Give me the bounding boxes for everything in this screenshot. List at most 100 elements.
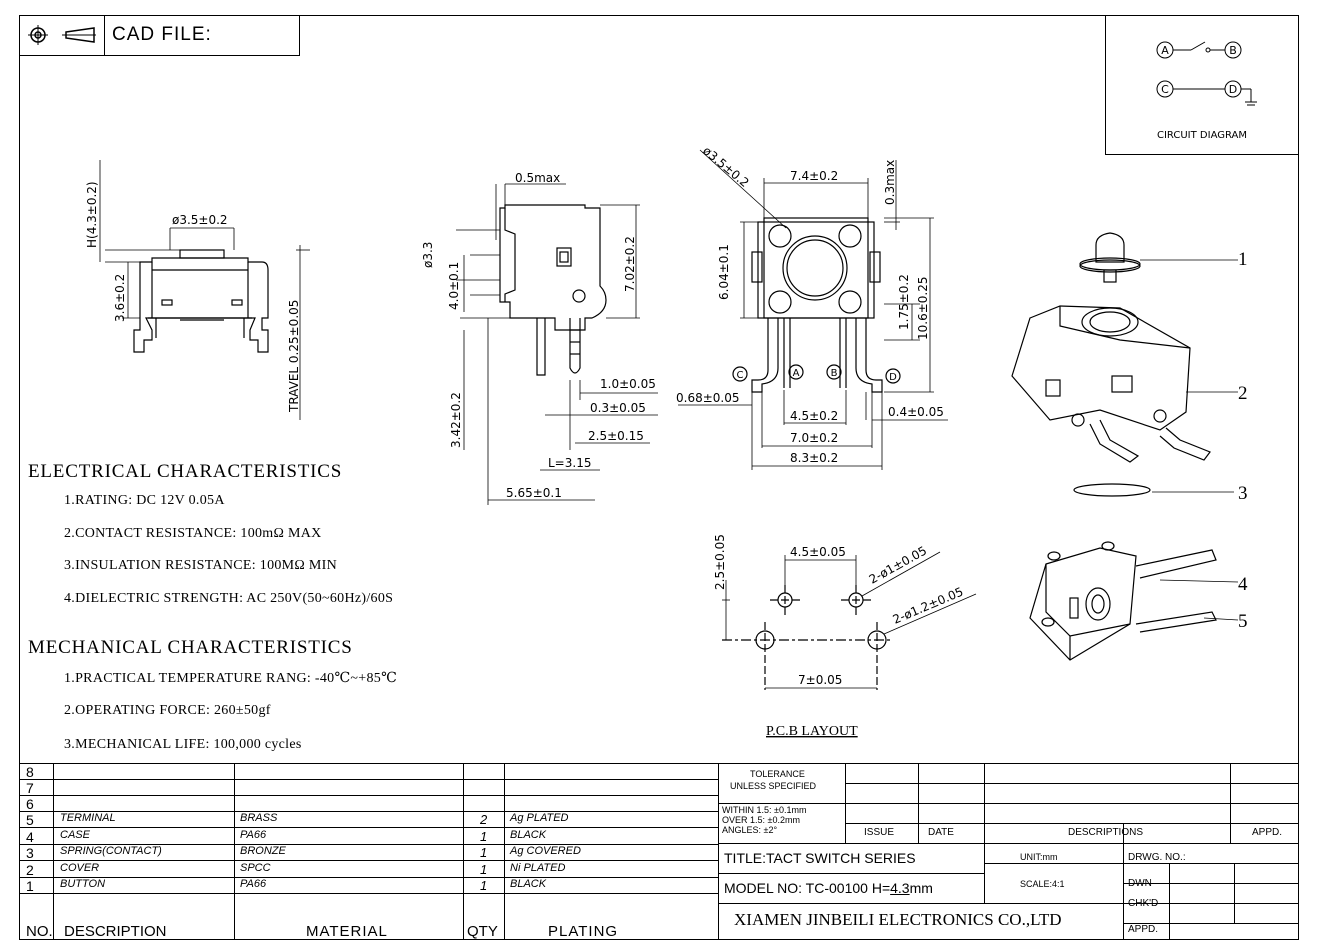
dim-0-4: 0.4±0.05 [888,405,944,419]
unit-label: UNIT:mm [1020,852,1058,862]
drawing-number-label: DRWG. NO.: [1128,852,1186,863]
bom-cell-plat: Ag PLATED [510,812,569,824]
tb-col-line [1234,863,1235,923]
dim-10-6: 10.6±0.25 [916,277,930,341]
pin-label-d: D [889,372,897,383]
pcb-layout [722,551,977,690]
bom-cell-mat: BRONZE [240,845,286,857]
bom-cell-mat: SPCC [240,862,271,874]
circuit-node-b: B [1229,44,1237,57]
mechanical-item: 1.PRACTICAL TEMPERATURE RANG: -40℃~+85℃ [64,671,398,686]
bom-col-line [234,763,235,940]
dim-1-75: 1.75±0.2 [897,274,911,330]
dim-7-0: 7.0±0.2 [790,431,838,445]
callout-5: 5 [1238,611,1248,632]
pin-label-b: B [831,368,838,379]
circuit-diagram-label: CIRCUIT DIAGRAM [1157,130,1247,141]
dim-4-5: 4.5±0.2 [790,409,838,423]
bom-row-line [19,893,718,894]
scale-label: SCALE:4:1 [1020,879,1065,889]
bom-cell-desc: SPRING(CONTACT) [60,845,162,857]
tb-row-line [845,783,1299,784]
bom-cell-no: 2 [26,862,34,878]
circuit-node-a: A [1161,44,1169,57]
dim-travel: TRAVEL 0.25±0.05 [287,300,301,413]
bom-cell-mat: BRASS [240,812,278,824]
dim-pcb-hole-1: 2-ø1±0.05 [867,543,930,586]
tb-col-line [1169,863,1170,940]
tolerance-label: TOLERANCE [750,769,805,779]
bom-cell-plat: BLACK [510,829,547,841]
circuit-node-c: C [1161,83,1169,96]
bom-cell-plat: Ni PLATED [510,862,566,874]
dim-dia-3-5-top: ø3.5±0.2 [700,144,752,190]
circuit-box-border [1105,15,1106,154]
dim-6-04: 6.04±0.1 [717,244,731,300]
projection-symbol-icon [28,25,96,45]
table-top-line [19,763,1299,764]
bom-cell-no: 6 [26,796,34,812]
bom-col-line [718,763,719,940]
drawn-by-label: DWN [1128,878,1152,889]
dim-7-02: 7.02±0.2 [623,236,637,292]
dim-7-4: 7.4±0.2 [790,169,838,183]
mechanical-title: MECHANICAL CHARACTERISTICS [28,637,353,658]
callout-3: 3 [1238,483,1248,504]
company-name: XIAMEN JINBEILI ELECTRONICS CO.,LTD [734,910,1062,929]
electrical-item: 4.DIELECTRIC STRENGTH: AC 250V(50~60Hz)/… [64,591,394,606]
bom-header-plat: PLATING [548,923,619,940]
tolerance-over: OVER 1.5: ±0.2mm [722,815,800,825]
bom-cell-desc: BUTTON [60,878,106,890]
bom-cell-mat: PA66 [240,878,267,890]
descriptions-label: DESCRIPTIONS [1068,827,1144,838]
bom-row-line [19,779,718,780]
bom-row-line [19,860,718,861]
tb-col-line [1123,823,1124,940]
callout-4: 4 [1238,574,1248,595]
tb-row-line [1123,923,1299,924]
electrical-title: ELECTRICAL CHARACTERISTICS [28,461,343,482]
tb-row-line [718,803,1299,804]
bom-header-mat: MATERIAL [306,923,388,940]
bom-cell-qty: 1 [480,862,488,877]
tb-row-line [984,863,1299,864]
electrical-item: 3.INSULATION RESISTANCE: 100MΩ MIN [64,558,338,573]
dim-1-0: 1.0±0.05 [600,377,656,391]
tolerance-angles: ANGLES: ±2° [722,825,778,835]
bom-cell-plat: Ag COVERED [510,845,581,857]
mechanical-item: 3.MECHANICAL LIFE: 100,000 cycles [64,737,302,752]
bom-cell-plat: BLACK [510,878,547,890]
bom-cell-mat: PA66 [240,829,267,841]
bom-row-line [19,795,718,796]
header-divider [104,15,105,55]
tb-row-line [718,843,1299,844]
tolerance-within: WITHIN 1.5: ±0.1mm [722,805,807,815]
bom-header-qty: QTY [467,923,498,940]
issue-label: ISSUE [864,827,895,838]
dim-0-3: 0.3±0.05 [590,401,646,415]
tb-row-line [718,903,1299,904]
dim-4-0: 4.0±0.1 [447,262,461,310]
tb-row-line [718,873,984,874]
dim-3-42: 3.42±0.2 [449,392,463,448]
bom-cell-qty: 1 [480,845,488,860]
bom-row-line [19,811,718,812]
circuit-box-border [1105,154,1299,155]
date-label: DATE [928,827,954,838]
bom-col-line [53,763,54,940]
dim-h: H(4.3±0.2) [85,181,99,248]
bom-row-line [19,844,718,845]
bom-cell-qty: 2 [480,812,488,827]
dim-dia-3-3: ø3.3 [421,242,435,268]
exploded-view [1011,232,1239,661]
pin-label-c: C [737,370,744,381]
checked-by-label: CHK'D [1128,898,1159,909]
bom-cell-no: 1 [26,878,34,894]
bom-col-line [504,763,505,940]
dim-8-3: 8.3±0.2 [790,451,838,465]
callout-1: 1 [1238,249,1248,270]
sheet-border [19,15,1299,940]
bom-cell-qty: 1 [480,878,488,893]
bom-row-line [19,827,718,828]
tolerance-sub: UNLESS SPECIFIED [730,781,817,791]
